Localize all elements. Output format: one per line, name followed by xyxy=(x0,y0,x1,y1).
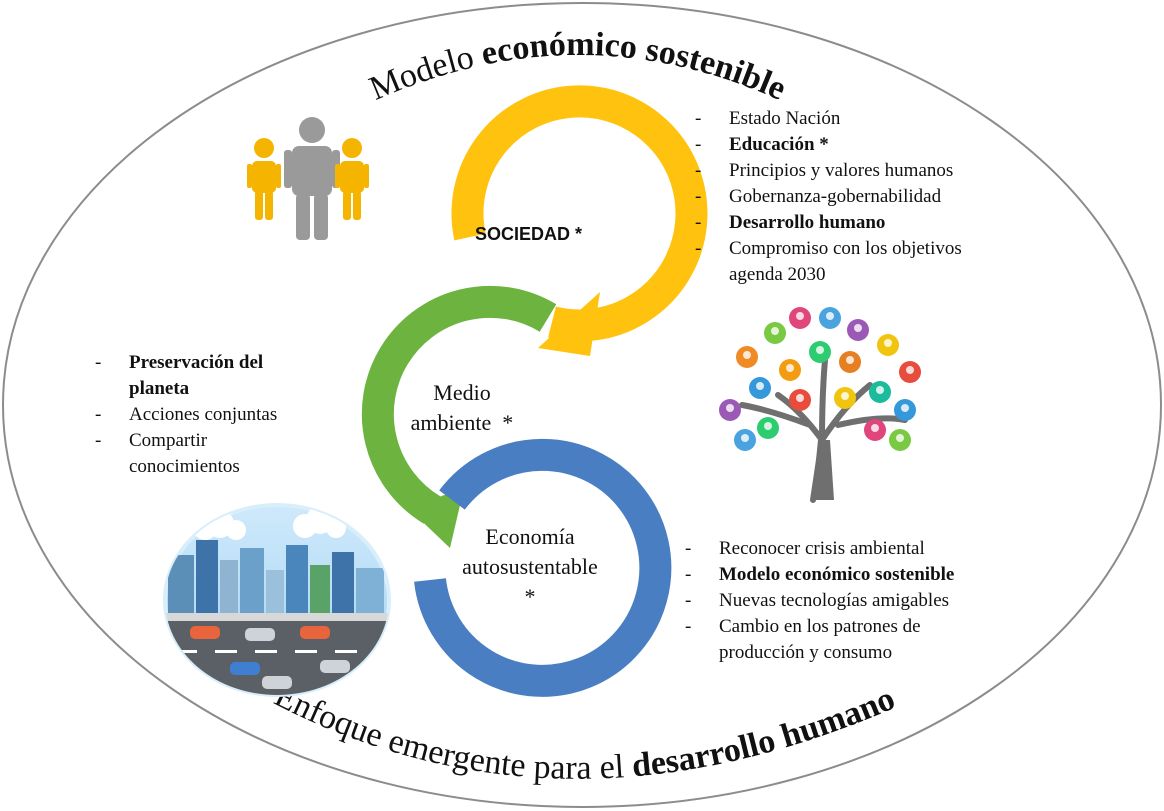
society-list-item: Compromiso con los objetivos agenda 2030 xyxy=(695,236,962,288)
society-list-item-continuation: agenda 2030 xyxy=(729,264,826,285)
environment-label-line1: Medio xyxy=(433,380,491,405)
bottom-title-bold: desarrollo humano xyxy=(630,680,900,784)
tree-avatar-head xyxy=(876,386,884,394)
economy-list-item: Modelo económico sostenible xyxy=(685,562,954,588)
economy-list-item-text: Reconocer crisis ambiental xyxy=(719,538,925,559)
tree-avatar-head xyxy=(796,394,804,402)
environment-list-item-continuation: conocimientos xyxy=(129,456,240,477)
tree-avatar-head xyxy=(901,404,909,412)
people-tree-icon xyxy=(719,307,921,503)
economy-list-item: Nuevas tecnologías amigables xyxy=(685,588,954,614)
society-list-item: Estado Nación xyxy=(695,106,962,132)
society-label: SOCIEDAD * xyxy=(475,224,583,244)
tree-avatar-head xyxy=(726,404,734,412)
tree-avatar-head xyxy=(743,351,751,359)
people-icon xyxy=(247,117,369,240)
society-list-item: Gobernanza-gobernabilidad xyxy=(695,184,962,210)
society-list-item-text: Educación * xyxy=(729,134,829,155)
economy-list-item-text: Nuevas tecnologías amigables xyxy=(719,590,950,611)
society-list-item: Principios y valores humanos xyxy=(695,158,962,184)
tree-avatar-head xyxy=(756,382,764,390)
society-ring xyxy=(451,85,708,356)
society-list-item-text: Principios y valores humanos xyxy=(729,160,954,181)
economy-label-line2: autosustentable xyxy=(462,554,598,579)
environment-list-item-text: Compartir xyxy=(129,430,208,451)
tree-avatar-head xyxy=(906,366,914,374)
tree-avatar-head xyxy=(764,422,772,430)
economy-ring xyxy=(414,438,672,697)
economy-label: Economía autosustentable * xyxy=(430,522,630,612)
environment-list-item: Compartir conocimientos xyxy=(95,428,320,480)
tree-avatar-head xyxy=(771,327,779,335)
environment-list-item-text: Preservación del xyxy=(129,352,264,373)
environment-list-item-continuation: planeta xyxy=(129,378,190,399)
environment-arrowhead xyxy=(408,488,464,548)
tree-avatar-head xyxy=(884,339,892,347)
tree-avatar-head xyxy=(741,434,749,442)
tree-avatar-head xyxy=(786,364,794,372)
society-list-item-text: Compromiso con los objetivos xyxy=(729,238,962,259)
tree-avatar-head xyxy=(816,346,824,354)
economy-list-item-text: Cambio en los patrones de xyxy=(719,616,921,637)
environment-list-item: Preservación del planeta xyxy=(95,350,320,402)
environment-ring xyxy=(361,285,557,548)
economy-list-item: Reconocer crisis ambiental xyxy=(685,536,954,562)
economy-list-item: Cambio en los patrones de producción y co… xyxy=(685,614,954,666)
society-list-item-text: Estado Nación xyxy=(729,108,841,129)
tree-avatar-head xyxy=(854,324,862,332)
economy-label-line3: * xyxy=(524,584,536,609)
environment-list-item: Acciones conjuntas xyxy=(95,402,320,428)
environment-list: Preservación del planetaAcciones conjunta… xyxy=(95,350,320,480)
society-list-item: Educación * xyxy=(695,132,962,158)
environment-list-item-text: Acciones conjuntas xyxy=(129,404,278,425)
tree-avatar-head xyxy=(796,312,804,320)
tree-avatar-head xyxy=(871,424,879,432)
economy-label-line1: Economía xyxy=(485,524,575,549)
economy-list: Reconocer crisis ambientalModelo económi… xyxy=(685,536,954,666)
environment-label: Medio ambiente * xyxy=(392,378,532,438)
tree-avatar-head xyxy=(841,392,849,400)
society-list: Estado NaciónEducación * Principios y val… xyxy=(695,106,962,288)
top-title-regular: Modelo xyxy=(364,37,485,108)
bottom-title: Enfoque emergente para el desarrollo hum… xyxy=(269,677,900,787)
society-list-item-text: Desarrollo humano xyxy=(729,212,886,233)
society-list-item: Desarrollo humano xyxy=(695,210,962,236)
society-list-item-text: Gobernanza-gobernabilidad xyxy=(729,186,942,207)
economy-list-item-continuation: producción y consumo xyxy=(719,642,893,663)
bottom-title-regular: Enfoque emergente para el xyxy=(269,677,634,787)
tree-avatar-head xyxy=(826,312,834,320)
society-arrowhead xyxy=(538,292,600,356)
environment-label-line2: ambiente * xyxy=(410,410,514,435)
top-title-bold: económico sostenible xyxy=(478,26,791,108)
city-traffic-icon xyxy=(163,503,391,697)
tree-avatar-head xyxy=(846,356,854,364)
economy-list-item-text: Modelo económico sostenible xyxy=(719,564,955,585)
tree-avatar-head xyxy=(896,434,904,442)
